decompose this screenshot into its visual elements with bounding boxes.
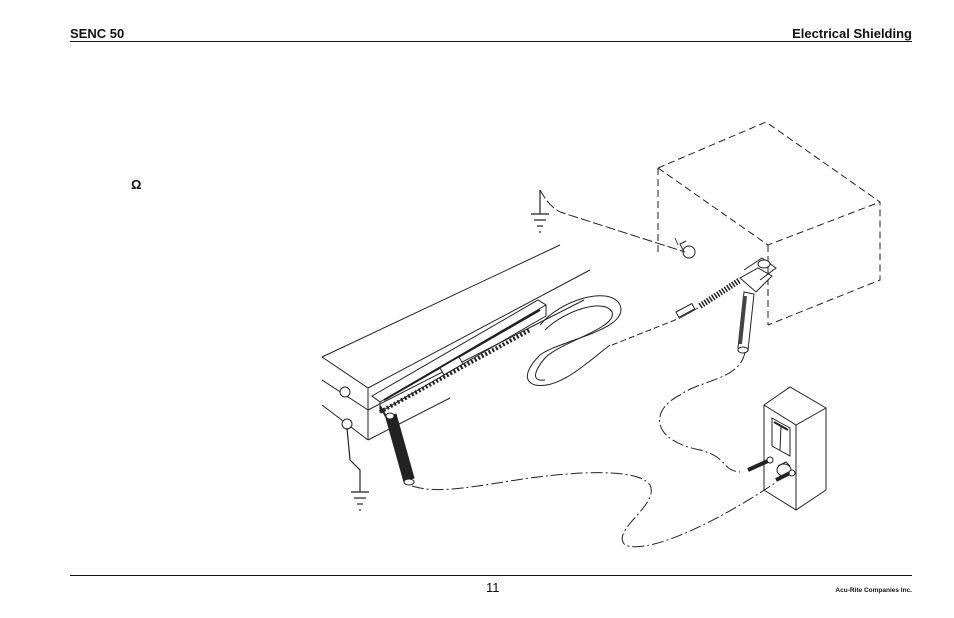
- machine-base: [322, 245, 590, 440]
- ground-lead-upper: [540, 190, 685, 252]
- ground-symbol-upper: [531, 190, 549, 232]
- display-unit: [658, 122, 880, 325]
- ohmmeter: [764, 387, 826, 510]
- probe-upper: [738, 292, 754, 353]
- scale-cable-connector: [676, 258, 776, 318]
- display-unit-connector-knob: [675, 238, 695, 258]
- ground-symbol-lower: [347, 428, 369, 510]
- test-leads: [412, 352, 775, 547]
- machine-base-bolts: [340, 387, 352, 429]
- scale-cable-loops: [527, 296, 621, 386]
- company-name: Acu-Rite Companies Inc.: [835, 587, 912, 594]
- probe-lower: [380, 406, 414, 485]
- scale-to-display-cable: [612, 318, 680, 345]
- page-number: 11: [486, 580, 500, 595]
- footer-divider: [70, 575, 912, 576]
